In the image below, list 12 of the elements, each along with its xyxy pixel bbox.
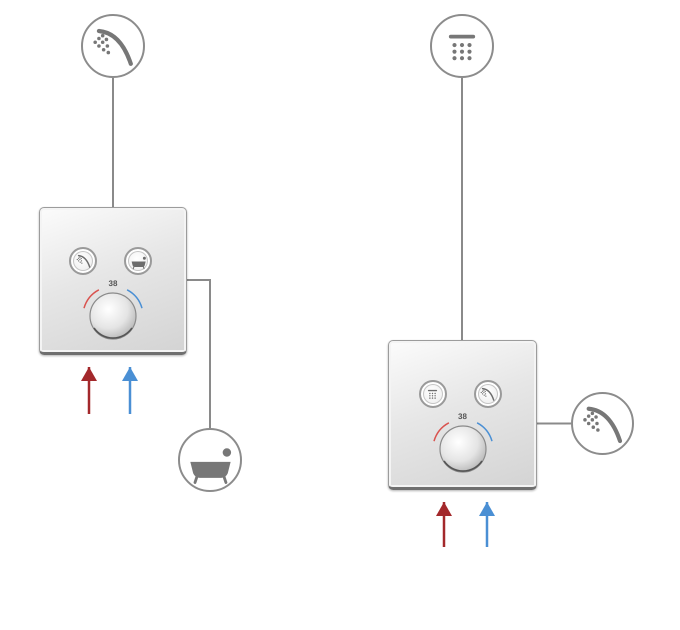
valve-panel xyxy=(39,207,187,355)
valve-panel xyxy=(388,340,537,490)
arrow xyxy=(479,502,495,547)
connector-line xyxy=(187,279,211,428)
temperature-label: 38 xyxy=(108,279,118,288)
connector-line xyxy=(537,422,571,424)
connector-line xyxy=(461,78,463,340)
temperature-label: 38 xyxy=(457,412,468,421)
arrow xyxy=(81,367,97,414)
arrow xyxy=(122,367,138,414)
arrow xyxy=(436,502,452,547)
connector-line xyxy=(112,78,114,207)
